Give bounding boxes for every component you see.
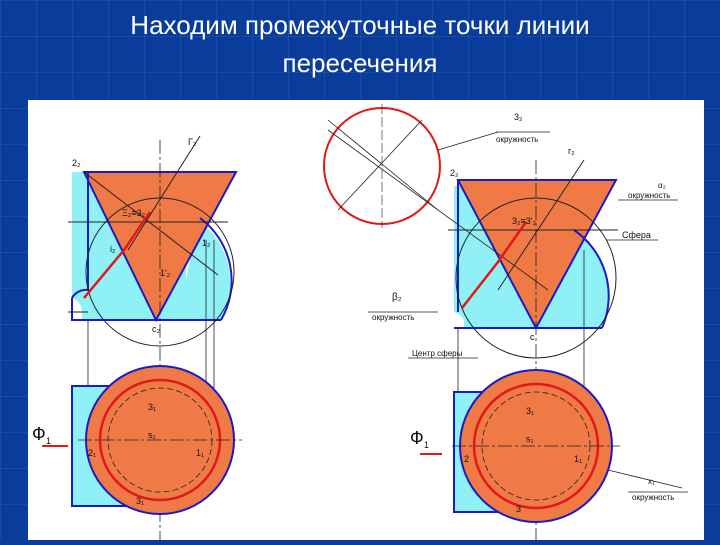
left-label-z2: 2₂ <box>72 158 81 168</box>
right-label-beta: β₂ <box>392 292 402 303</box>
left-diagonal <box>83 171 219 276</box>
right-label-okr1: окружность <box>496 135 538 144</box>
right-label-sphere: Сфера <box>622 230 651 240</box>
left-label-31: 3₁ <box>148 402 156 412</box>
left-label-12: 1₂ <box>202 238 211 248</box>
left-label-phi-sub: 1 <box>46 436 51 446</box>
right-label-okr3: окружность <box>372 313 414 322</box>
right-cone <box>456 179 618 331</box>
left-label-21: 2₁ <box>88 448 96 458</box>
right-leader-6 <box>607 469 683 489</box>
right-front-view: 3₂ окружность г₂ 2₂ α₂ окружность 3₂≡3'₂… <box>323 104 678 540</box>
left-front-view: Г₂ 2₂ Ξ₂≡3₂ 1₂ i₂ 1'₂ с₂ <box>68 135 238 540</box>
left-label-c2: с₂ <box>152 324 161 334</box>
right-label-1: 1₁ <box>574 454 582 464</box>
left-sphere-part <box>178 220 231 320</box>
right-label-okr2: окружность <box>628 191 670 200</box>
right-aux-diag-1 <box>327 119 439 211</box>
left-label-11: 1₁ <box>196 448 204 458</box>
title-line-1: Находим промежуточные точки линии <box>130 10 590 40</box>
left-label-bot: 3₁ <box>136 496 144 506</box>
left-label-11-top: 1'₂ <box>160 268 171 278</box>
right-sphere-part <box>548 230 609 328</box>
right-label-phi-sub: 1 <box>424 440 429 450</box>
slide-title: Находим промежуточные точки линии пересе… <box>0 6 720 82</box>
intersection-drawing: Г₂ 2₂ Ξ₂≡3₂ 1₂ i₂ 1'₂ с₂ Ф 1 3₁ s₁ 2₁ 1₁… <box>32 104 688 540</box>
right-label-c: с <box>530 332 535 342</box>
right-plane-trace <box>497 159 585 291</box>
right-label-33: 3₂≡3'₂ <box>512 216 536 226</box>
right-label-2: 2 <box>464 454 469 464</box>
right-red-curve <box>461 221 528 309</box>
right-label-s: s₁ <box>526 434 534 444</box>
right-leader-1 <box>437 131 499 151</box>
right-label-31: 3₁ <box>526 406 534 416</box>
right-label-okr4: окружность <box>632 493 674 502</box>
right-label-phi: Ф <box>410 428 424 448</box>
left-top-view: Ф 1 3₁ s₁ 2₁ 1₁ 3₁ <box>32 365 242 515</box>
left-label-phi: Ф <box>32 424 46 444</box>
left-label-i2: i₂ <box>110 244 116 254</box>
right-aux-diag-2 <box>337 119 423 211</box>
left-label-gamma: Г₂ <box>188 137 197 147</box>
right-label-x1: x₁ <box>648 477 655 486</box>
left-label-s1: s₁ <box>148 430 156 440</box>
right-label-r2: г₂ <box>568 146 575 156</box>
left-label-32: Ξ₂≡3₂ <box>122 208 146 218</box>
right-label-22: 2₂ <box>450 168 459 178</box>
drawing-sheet: Г₂ 2₂ Ξ₂≡3₂ 1₂ i₂ 1'₂ с₂ Ф 1 3₁ s₁ 2₁ 1₁… <box>28 100 704 540</box>
right-label-center: Центр сферы <box>412 349 463 358</box>
right-connector <box>327 129 549 291</box>
left-sphere-outline <box>199 217 233 321</box>
right-label-a2: α₂ <box>658 181 666 190</box>
right-label-3z: 3₂ <box>514 112 523 122</box>
right-label-bot: 3 <box>516 504 521 514</box>
title-line-2: пересечения <box>282 48 438 78</box>
right-top-view: Ф 1 3₁ s₁ 2 1₁ x₁ окружность 3 <box>410 369 688 523</box>
left-red-curve <box>83 211 152 299</box>
left-plane-trace <box>127 135 201 251</box>
